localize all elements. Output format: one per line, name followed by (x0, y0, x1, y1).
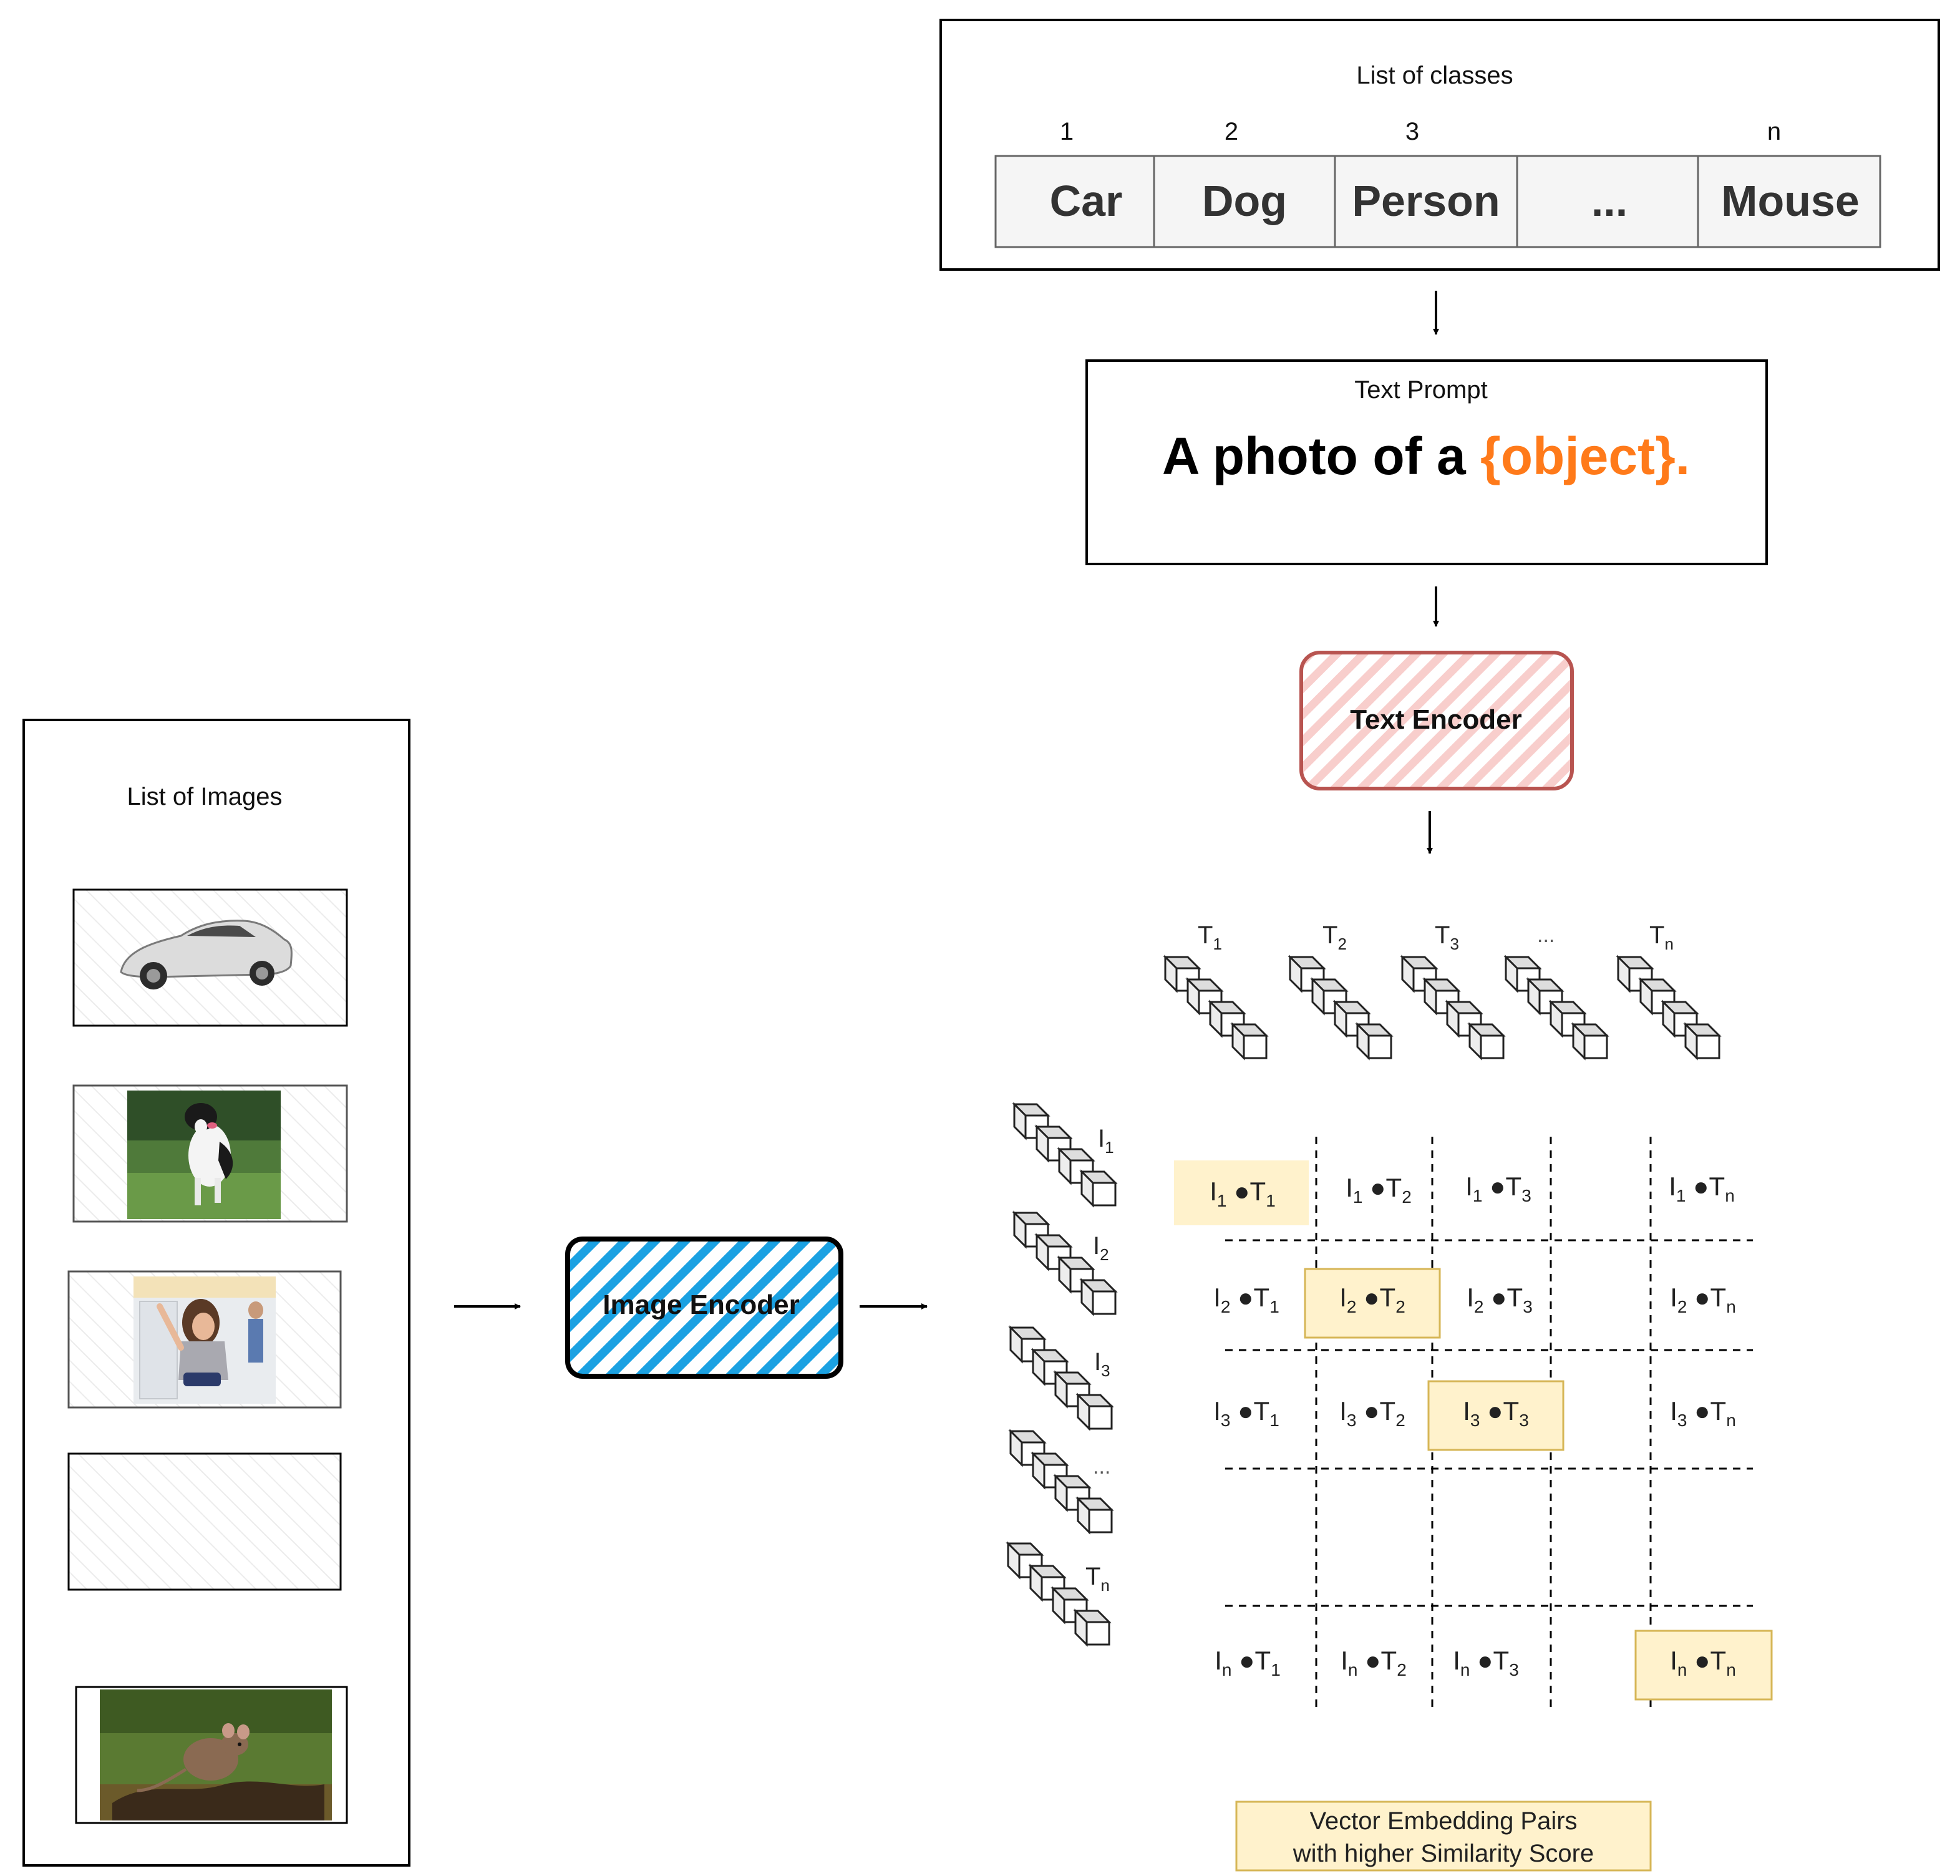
class-list-panel: List of classes 1 2 3 n Car Dog Person .… (939, 19, 1940, 271)
image-embedding-label-n: Tn (1085, 1563, 1110, 1595)
image-embedding-label-2: I2 (1093, 1232, 1109, 1264)
class-label-ellipsis: ... (1591, 177, 1628, 225)
class-cell-car: Car (994, 155, 1155, 248)
person-icon (157, 1299, 228, 1386)
image-encoder-block: Image Encoder (565, 1237, 843, 1379)
similarity-matrix-grid (1225, 1137, 1753, 1707)
class-cell-mouse: Mouse (1697, 155, 1881, 248)
pair-n-1: In ●T1 (1215, 1646, 1281, 1679)
class-index-2: 2 (1225, 118, 1238, 145)
image-thumb-dog (72, 1084, 348, 1223)
text-embedding-bar-1 (1165, 957, 1266, 1058)
image-list-title: List of Images (127, 783, 282, 810)
image-embedding-bar-1 (1014, 1104, 1115, 1205)
text-embedding-label-1: T1 (1198, 921, 1222, 953)
text-encoder-block: Text Encoder (1299, 651, 1574, 790)
text-embedding-bar-3 (1402, 957, 1503, 1058)
pair-n-2: In ●T2 (1341, 1646, 1407, 1679)
text-embedding-bar-4 (1506, 957, 1607, 1058)
text-prompt-box: Text Prompt A photo of a {object}. (1085, 359, 1768, 565)
highlight-cell-2-2 (1304, 1268, 1441, 1339)
class-cell-dog: Dog (1153, 155, 1336, 248)
class-list-title: List of classes (1356, 62, 1513, 89)
image-thumb-empty (67, 1452, 342, 1591)
mouse-icon (137, 1723, 250, 1792)
class-label-car: Car (1050, 177, 1123, 225)
pair-1-3: I1 ●T3 (1465, 1172, 1531, 1205)
pair-2-3: I2 ●T3 (1467, 1283, 1533, 1316)
text-embedding-bar-n (1618, 957, 1719, 1058)
pair-1-n: I1 ●Tn (1669, 1172, 1735, 1205)
class-index-1: 1 (1060, 118, 1074, 145)
pair-3-1: I3 ●T1 (1213, 1396, 1279, 1430)
class-cell-ellipsis: ... (1516, 155, 1699, 248)
class-label-person: Person (1352, 177, 1500, 225)
pair-2-1: I2 ●T1 (1213, 1283, 1279, 1316)
pair-n-3: In ●T3 (1453, 1646, 1519, 1679)
class-index-n: n (1767, 118, 1781, 145)
pair-3-3: I3 ●T3 (1463, 1396, 1529, 1430)
image-embedding-label-ellipsis: ... (1093, 1455, 1110, 1479)
pair-2-n: I2 ●Tn (1670, 1283, 1736, 1316)
prompt-object-placeholder: {object}. (1480, 427, 1690, 485)
text-embeddings: T1 T2 T3 ... Tn (1165, 921, 1719, 1058)
image-thumb-mouse (75, 1686, 348, 1824)
highlight-cell-3-3 (1427, 1380, 1565, 1451)
pair-3-n: I3 ●Tn (1670, 1396, 1736, 1430)
text-encoder-label: Text Encoder (1350, 704, 1521, 735)
legend-line-2: with higher Similarity Score (1293, 1840, 1594, 1867)
text-embedding-label-2: T2 (1322, 921, 1347, 953)
car-icon (120, 920, 293, 989)
prompt-prefix: A photo of a (1162, 427, 1480, 485)
image-list-panel: List of Images (22, 719, 410, 1867)
similarity-highlights (1174, 1160, 1773, 1701)
text-embedding-label-ellipsis: ... (1537, 923, 1555, 947)
image-embedding-bar-4 (1011, 1431, 1112, 1532)
image-embedding-bar-n (1008, 1543, 1109, 1645)
image-embedding-bar-3 (1011, 1328, 1112, 1429)
text-prompt-title: Text Prompt (1354, 376, 1487, 404)
legend-box: Vector Embedding Pairs with higher Simil… (1235, 1801, 1652, 1872)
image-embeddings: I1 I2 I3 ... Tn (1008, 1104, 1115, 1645)
class-index-3: 3 (1405, 118, 1419, 145)
image-encoder-label: Image Encoder (603, 1290, 799, 1320)
image-embedding-label-1: I1 (1098, 1125, 1114, 1157)
pair-1-2: I1 ●T2 (1346, 1173, 1412, 1207)
class-label-dog: Dog (1202, 177, 1287, 225)
highlight-cell-1-1 (1174, 1160, 1309, 1225)
legend-line-1: Vector Embedding Pairs (1309, 1807, 1577, 1835)
similarity-matrix-labels: I1 ●T1 I1 ●T2 I1 ●T3 I1 ●Tn I2 ●T1 I2 ●T… (1210, 1172, 1736, 1679)
class-cell-person: Person (1334, 155, 1518, 248)
text-embedding-label-3: T3 (1435, 921, 1459, 953)
pair-3-2: I3 ●T2 (1339, 1396, 1405, 1430)
dog-icon (185, 1103, 233, 1205)
class-label-mouse: Mouse (1721, 177, 1860, 225)
image-thumb-person (67, 1270, 342, 1409)
highlight-cell-n-n (1634, 1630, 1773, 1701)
text-prompt-sentence: A photo of a {object}. (1162, 427, 1690, 485)
image-embedding-label-3: I3 (1094, 1348, 1110, 1380)
text-embedding-label-n: Tn (1649, 921, 1674, 953)
pair-2-2: I2 ●T2 (1339, 1283, 1405, 1316)
text-embedding-bar-2 (1290, 957, 1391, 1058)
pair-n-n: In ●Tn (1670, 1646, 1736, 1679)
pair-1-1: I1 ●T1 (1210, 1177, 1276, 1210)
image-thumb-car (72, 888, 348, 1027)
